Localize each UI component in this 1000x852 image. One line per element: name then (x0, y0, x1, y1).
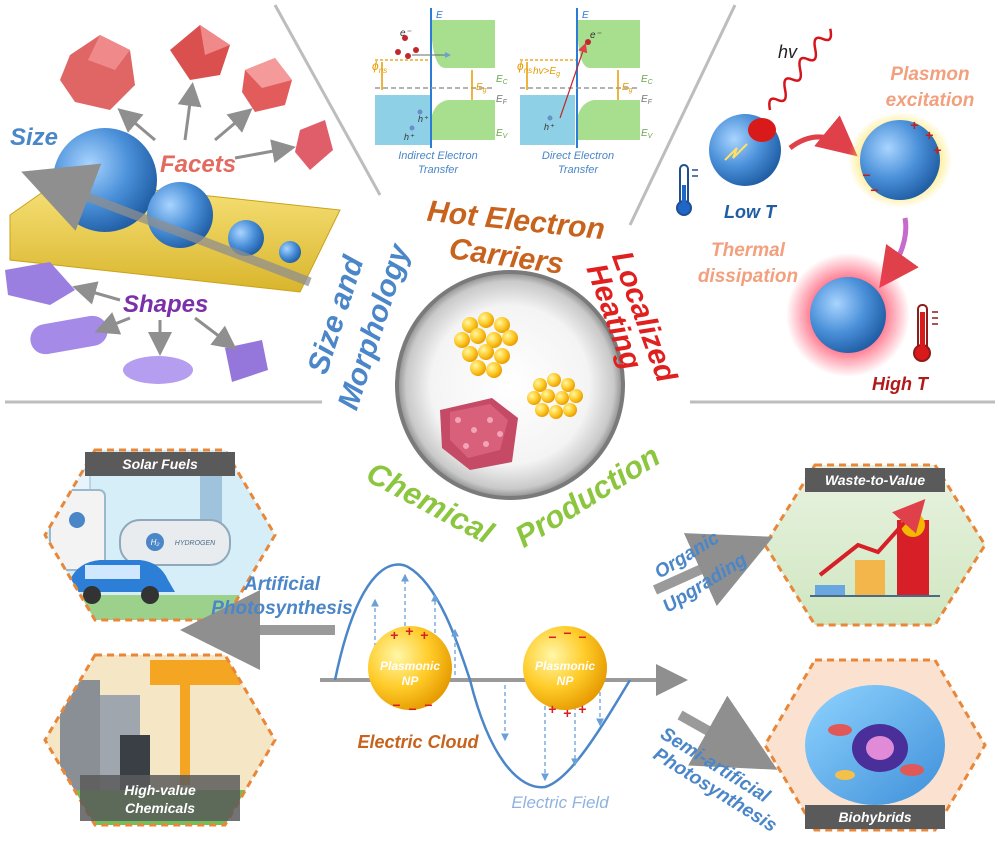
size-label: Size (10, 124, 58, 151)
size-morphology-panel: Size Facets Shapes (5, 25, 341, 384)
svg-text:−: − (408, 701, 416, 717)
svg-text:−: − (578, 629, 586, 645)
svg-text:ϕns: ϕns (517, 59, 532, 75)
center-nanoparticle-circle (395, 270, 625, 500)
shapes-label: Shapes (123, 291, 208, 318)
svg-text:h⁺: h⁺ (404, 132, 415, 142)
svg-text:+: + (578, 701, 586, 717)
facets-label: Facets (160, 151, 236, 178)
svg-text:Direct Electron: Direct Electron (542, 150, 614, 162)
svg-text:e⁻: e⁻ (400, 28, 412, 39)
svg-text:−: − (862, 167, 870, 183)
plasmonic-np-right (523, 626, 607, 710)
plasmonic-np-left-label-2: NP (402, 674, 420, 688)
svg-text:hv>Eg: hv>Eg (533, 66, 560, 78)
panel-dividers (5, 4, 995, 404)
light-wave (768, 28, 833, 111)
high-value-label-2: Chemicals (125, 800, 195, 816)
svg-text:EV: EV (496, 128, 509, 140)
shape-icons (5, 262, 268, 384)
svg-text:EC: EC (641, 74, 654, 86)
plasmon-label-2: excitation (886, 90, 975, 111)
high-value-label-1: High-value (124, 782, 196, 798)
high-thermometer-icon (913, 304, 938, 362)
low-t-label: Low T (724, 202, 778, 222)
gold-cluster-small (527, 373, 583, 419)
size-arrow (21, 163, 312, 287)
biohybrids-label: Biohybrids (838, 809, 911, 825)
svg-text:HYDROGEN: HYDROGEN (175, 540, 216, 547)
svg-text:Transfer: Transfer (418, 164, 459, 176)
plasmonic-np-left (368, 626, 452, 710)
plasmonic-np-right-label-1: Plasmonic (535, 659, 595, 673)
facet-arrows (117, 82, 296, 164)
localized-heating-panel: hv + + + − − Plasmon exci (676, 28, 975, 394)
svg-text:Eg: Eg (476, 82, 487, 94)
svg-text:E: E (582, 10, 589, 21)
svg-text:+: + (405, 623, 413, 639)
low-thermometer-icon (676, 164, 698, 216)
solar-fuels-label: Solar Fuels (122, 456, 198, 472)
plasmon-wave-diagram: + + + − − − − − − + + + Plasmonic NP Pla… (320, 563, 688, 812)
svg-text:Transfer: Transfer (558, 164, 599, 176)
application-arrows (180, 533, 778, 770)
biohybrids-hex: Biohybrids (763, 658, 987, 832)
svg-text:h⁺: h⁺ (418, 114, 429, 124)
plasmon-label-1: Plasmon (890, 64, 969, 85)
thermal-label-1: Thermal (711, 240, 786, 261)
faceted-crystal-icons (60, 25, 333, 170)
svg-text:+: + (420, 627, 428, 643)
high-t-label: High T (872, 374, 930, 394)
svg-text:EF: EF (496, 94, 508, 106)
oxide-cluster (440, 398, 518, 470)
svg-text:EF: EF (641, 94, 653, 106)
gold-cluster-large (454, 312, 518, 378)
band-diagram-direct: E ϕns hv>Eg e⁻ h⁺ EC EF EV Eg Direct Ele… (517, 8, 654, 176)
shape-arrows (72, 281, 237, 356)
svg-text:H₂: H₂ (151, 538, 160, 547)
electric-field-wave (333, 563, 632, 789)
plasmonic-np-right-label-2: NP (557, 674, 575, 688)
svg-text:−: − (563, 625, 571, 641)
artificial-label-1: Artificial (243, 574, 321, 595)
svg-text:Eg: Eg (622, 82, 633, 94)
electric-field-label: Electric Field (511, 793, 609, 812)
svg-text:−: − (424, 697, 432, 713)
svg-text:+: + (390, 627, 398, 643)
svg-text:+: + (910, 117, 918, 133)
high-value-chemicals-hex: High-value Chemicals (43, 653, 277, 827)
svg-text:+: + (548, 701, 556, 717)
svg-text:e⁻: e⁻ (590, 30, 602, 41)
electric-cloud-label: Electric Cloud (357, 732, 479, 752)
artificial-label-2: Photosynthesis (211, 598, 352, 619)
svg-text:−: − (392, 697, 400, 713)
svg-text:−: − (548, 629, 556, 645)
svg-text:+: + (933, 142, 941, 158)
svg-text:EC: EC (496, 74, 509, 86)
hv-label: hv (778, 42, 798, 62)
band-diagram-indirect: E ϕns e⁻ h⁺ h⁺ EC EF EV Eg Indirect Elec… (372, 8, 509, 176)
svg-text:EV: EV (641, 128, 654, 140)
tiny-nanoparticle (279, 241, 301, 263)
svg-text:E: E (436, 10, 443, 21)
svg-text:−: − (870, 182, 878, 198)
medium-nanoparticle (147, 182, 213, 248)
plasmonic-np-left-label-1: Plasmonic (380, 659, 440, 673)
plasmon-particle (860, 120, 940, 200)
svg-text:+: + (563, 705, 571, 721)
svg-text:h⁺: h⁺ (544, 122, 555, 132)
svg-text:+: + (925, 127, 933, 143)
svg-text:ϕns: ϕns (372, 59, 387, 75)
high-t-particle (810, 277, 886, 353)
small-nanoparticle (228, 220, 264, 256)
svg-text:Indirect Electron: Indirect Electron (398, 150, 477, 162)
thermal-label-2: dissipation (698, 266, 798, 287)
waste-to-value-label: Waste-to-Value (825, 472, 926, 488)
waste-to-value-hex: Waste-to-Value (763, 463, 987, 627)
